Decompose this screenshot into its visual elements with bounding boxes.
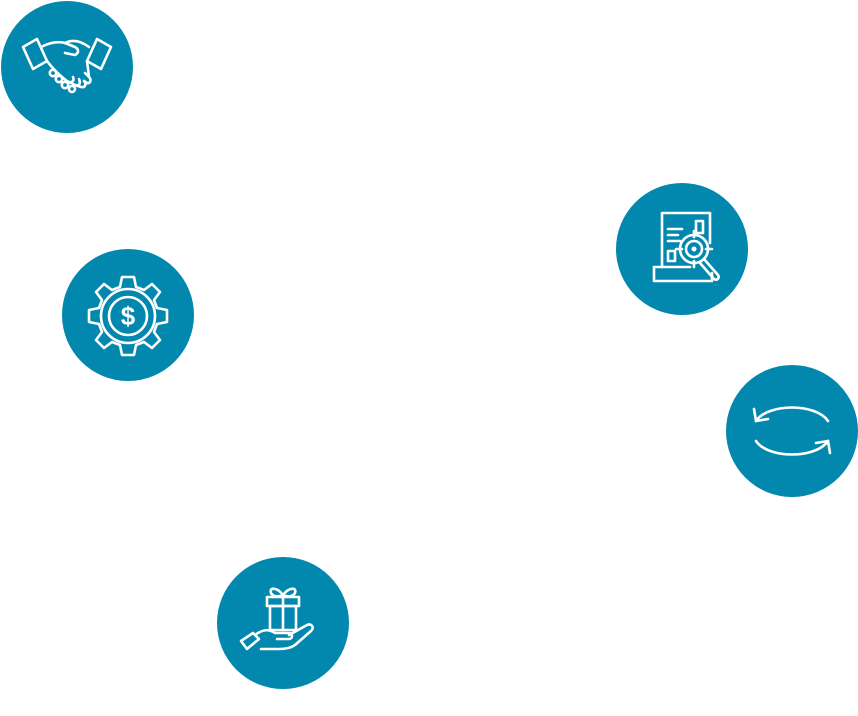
exchange-arrows-icon xyxy=(752,406,832,456)
gift-in-hand-icon xyxy=(239,587,314,651)
document-magnifier-icon xyxy=(652,211,720,283)
handshake-icon xyxy=(21,37,113,94)
dollar-gear-icon: $ xyxy=(87,275,169,357)
document-magnifier-icon-circle xyxy=(616,183,748,315)
dollar-gear-icon-circle: $ xyxy=(62,249,194,381)
handshake-icon-circle xyxy=(1,1,133,133)
gift-in-hand-icon-circle xyxy=(217,557,349,689)
svg-text:$: $ xyxy=(121,301,136,331)
exchange-arrows-icon-circle xyxy=(726,365,858,497)
